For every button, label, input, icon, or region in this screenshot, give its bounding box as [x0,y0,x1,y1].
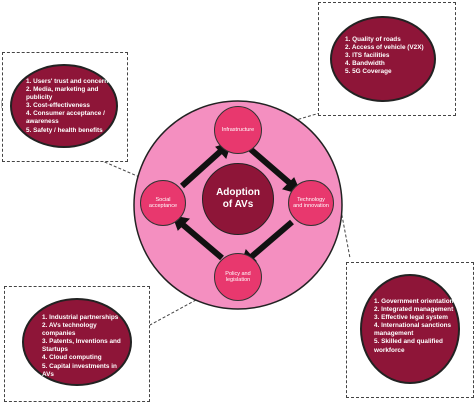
list-item: 4. Cloud computing [42,354,102,362]
list-item: companies [42,330,76,338]
list-item: 3. Cost-effectiveness [26,102,90,110]
list-item: publicity [26,94,53,102]
center-title-line1: Adoption [216,187,260,198]
list-item: 2. Media, marketing and [26,86,99,94]
node-label: Policy and [225,270,251,277]
arrow-policy-to-social [180,221,224,261]
list-item: workforce [374,346,405,354]
center-title-line2: of AVs [222,199,254,210]
social-factor-list: 1. Users' trust and concerns 2. Media, m… [26,78,116,135]
node-label: Technology [297,196,325,203]
list-item: 5. Skilled and qualified [374,338,443,346]
list-item: 1. Users' trust and concerns [26,78,112,85]
list-item: Startups [42,346,68,354]
node-infrastructure: Infrastructure [214,106,262,154]
arrow-social-to-infra [179,147,225,189]
list-item: 1. Government orientation [374,298,454,305]
policy-factor-list: 1. Government orientation 2. Integrated … [374,298,458,355]
infrastructure-factor-list: 1. Quality of roads 2. Access of vehicle… [345,36,434,76]
list-item: 1. Industrial partnerships [42,314,119,321]
arrow-tech-to-policy [248,219,294,261]
list-item: AVs [42,370,54,378]
node-label: Social [155,196,171,203]
list-item: 3. ITS facilities [345,52,390,60]
arrow-infra-to-tech [246,144,294,188]
list-item: 4. Consumer acceptance / [26,110,105,118]
list-item: 2. AVs technology [42,322,97,330]
oval-infrastructure: 1. Quality of roads 2. Access of vehicle… [330,16,436,102]
list-item: management [374,330,414,338]
node-label: Infrastructure [221,126,255,133]
oval-policy: 1. Government orientation 2. Integrated … [360,274,460,384]
list-item: 4. Bandwidth [345,60,385,68]
oval-social: 1. Users' trust and concerns 2. Media, m… [10,64,118,148]
oval-technology: 1. Industrial partnerships 2. AVs techno… [22,298,132,386]
node-label: acceptance [148,203,178,209]
list-item: awareness [26,118,59,126]
list-item: 3. Patents, Inventions and [42,338,121,346]
node-label: legislation [225,277,251,283]
list-item: 3. Effective legal system [374,314,448,322]
list-item: 4. International sanctions [374,322,452,330]
list-item: 1. Quality of roads [345,36,401,43]
technology-factor-list: 1. Industrial partnerships 2. AVs techno… [42,314,130,379]
list-item: 2. Access of vehicle (V2X) [345,44,424,52]
list-item: 5. 5G Coverage [345,68,392,76]
connector-technology [339,204,351,259]
node-label: and innovation [293,203,329,209]
list-item: 2. Integrated management [374,306,454,314]
list-item: 5. Safety / health benefits [26,126,103,134]
list-item: 5. Capital investments in [42,362,117,370]
connector-social [99,159,166,189]
